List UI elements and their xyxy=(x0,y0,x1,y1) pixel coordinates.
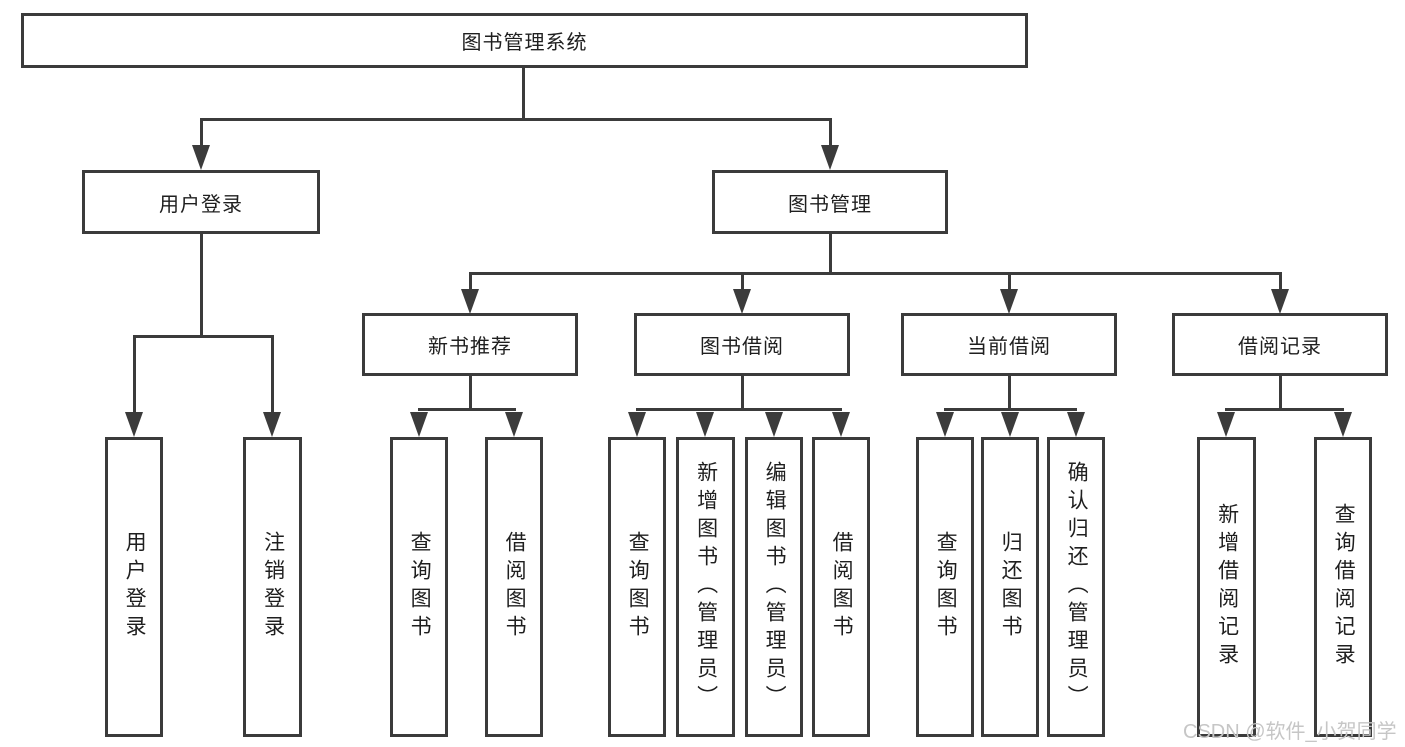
arrow-down-icon xyxy=(936,412,954,437)
connector-currentborrow-vline xyxy=(1008,376,1011,411)
arrow-down-icon xyxy=(461,289,479,314)
arrow-down-icon xyxy=(1217,412,1235,437)
node-leaf-logout: 注销登录 xyxy=(243,437,302,737)
connector-borrowrecord-vline xyxy=(1279,376,1282,411)
node-leaf-label: 新增图书（管理员） xyxy=(694,461,718,713)
node-leaf-query-book-2: 查询图书 xyxy=(608,437,666,737)
arrow-down-icon xyxy=(410,412,428,437)
node-book-management: 图书管理 xyxy=(712,170,948,234)
node-leaf-label: 新增借阅记录 xyxy=(1215,503,1239,671)
node-leaf-label: 查询借阅记录 xyxy=(1332,503,1356,671)
arrow-down-icon xyxy=(1000,289,1018,314)
connector-userlogin-vline xyxy=(200,234,203,338)
connector-root-vline xyxy=(522,68,525,120)
arrow-down-icon xyxy=(628,412,646,437)
node-leaf-label: 归还图书 xyxy=(999,531,1023,643)
node-book-borrow-label: 图书借阅 xyxy=(700,336,784,358)
arrow-down-icon xyxy=(733,289,751,314)
arrow-down-icon xyxy=(263,412,281,437)
node-leaf-add-book-admin: 新增图书（管理员） xyxy=(676,437,735,737)
node-current-borrow-label: 当前借阅 xyxy=(967,336,1051,358)
node-leaf-query-book-3: 查询图书 xyxy=(916,437,974,737)
connector-newbook-vline xyxy=(469,376,472,411)
connector-root-shaft-left xyxy=(200,120,203,147)
connector-root-shaft-right xyxy=(829,120,832,147)
arrow-down-icon xyxy=(1067,412,1085,437)
node-leaf-return-book: 归还图书 xyxy=(981,437,1039,737)
node-leaf-edit-book-admin: 编辑图书（管理员） xyxy=(745,437,803,737)
arrow-down-icon xyxy=(765,412,783,437)
node-leaf-add-borrow-record: 新增借阅记录 xyxy=(1197,437,1256,737)
connector-userlogin-shaft-1 xyxy=(133,337,136,414)
node-leaf-label: 确认归还（管理员） xyxy=(1065,461,1089,713)
connector-bookmgmt-shaft-2 xyxy=(741,274,744,290)
node-book-borrow: 图书借阅 xyxy=(634,313,850,376)
node-leaf-borrow-book-2: 借阅图书 xyxy=(812,437,870,737)
node-leaf-user-login: 用户登录 xyxy=(105,437,163,737)
arrow-down-icon xyxy=(505,412,523,437)
node-root-label: 图书管理系统 xyxy=(461,32,588,54)
node-leaf-label: 编辑图书（管理员） xyxy=(763,461,787,713)
connector-bookborrow-hline xyxy=(636,408,842,411)
connector-borrowrecord-hline xyxy=(1225,408,1344,411)
connector-currentborrow-hline xyxy=(944,408,1077,411)
node-leaf-label: 查询图书 xyxy=(408,531,432,643)
node-leaf-label: 借阅图书 xyxy=(503,531,527,643)
node-leaf-label: 注销登录 xyxy=(261,531,285,643)
node-leaf-label: 用户登录 xyxy=(123,531,147,643)
node-leaf-label: 查询图书 xyxy=(626,531,650,643)
node-leaf-confirm-return-admin: 确认归还（管理员） xyxy=(1047,437,1105,737)
connector-bookmgmt-vline xyxy=(829,234,832,274)
node-new-book-recommend: 新书推荐 xyxy=(362,313,578,376)
node-current-borrow: 当前借阅 xyxy=(901,313,1117,376)
node-user-login-label: 用户登录 xyxy=(159,193,243,216)
connector-newbook-hline xyxy=(418,408,516,411)
connector-userlogin-hline xyxy=(133,335,274,338)
arrow-down-icon xyxy=(125,412,143,437)
arrow-down-icon xyxy=(1001,412,1019,437)
node-root: 图书管理系统 xyxy=(21,13,1028,68)
connector-bookmgmt-shaft-1 xyxy=(469,274,472,290)
connector-bookmgmt-shaft-4 xyxy=(1279,274,1282,290)
node-borrow-records-label: 借阅记录 xyxy=(1238,336,1322,358)
connector-userlogin-shaft-2 xyxy=(271,337,274,414)
watermark-text: CSDN @软件_小贺同学 xyxy=(1183,721,1397,743)
node-leaf-query-borrow-record: 查询借阅记录 xyxy=(1314,437,1372,737)
arrow-down-icon xyxy=(1271,289,1289,314)
connector-root-hline xyxy=(200,118,832,121)
node-book-management-label: 图书管理 xyxy=(788,193,872,216)
connector-bookborrow-vline xyxy=(741,376,744,411)
node-new-book-recommend-label: 新书推荐 xyxy=(428,336,512,358)
node-borrow-records: 借阅记录 xyxy=(1172,313,1388,376)
arrow-down-icon xyxy=(832,412,850,437)
connector-bookmgmt-shaft-3 xyxy=(1008,274,1011,290)
connector-bookmgmt-hline xyxy=(469,272,1282,275)
arrow-down-icon xyxy=(1334,412,1352,437)
node-leaf-query-book-1: 查询图书 xyxy=(390,437,448,737)
node-leaf-label: 查询图书 xyxy=(934,531,958,643)
node-user-login: 用户登录 xyxy=(82,170,320,234)
node-leaf-label: 借阅图书 xyxy=(830,531,854,643)
arrow-down-icon xyxy=(821,145,839,170)
arrow-down-icon xyxy=(192,145,210,170)
arrow-down-icon xyxy=(696,412,714,437)
node-leaf-borrow-book-1: 借阅图书 xyxy=(485,437,543,737)
